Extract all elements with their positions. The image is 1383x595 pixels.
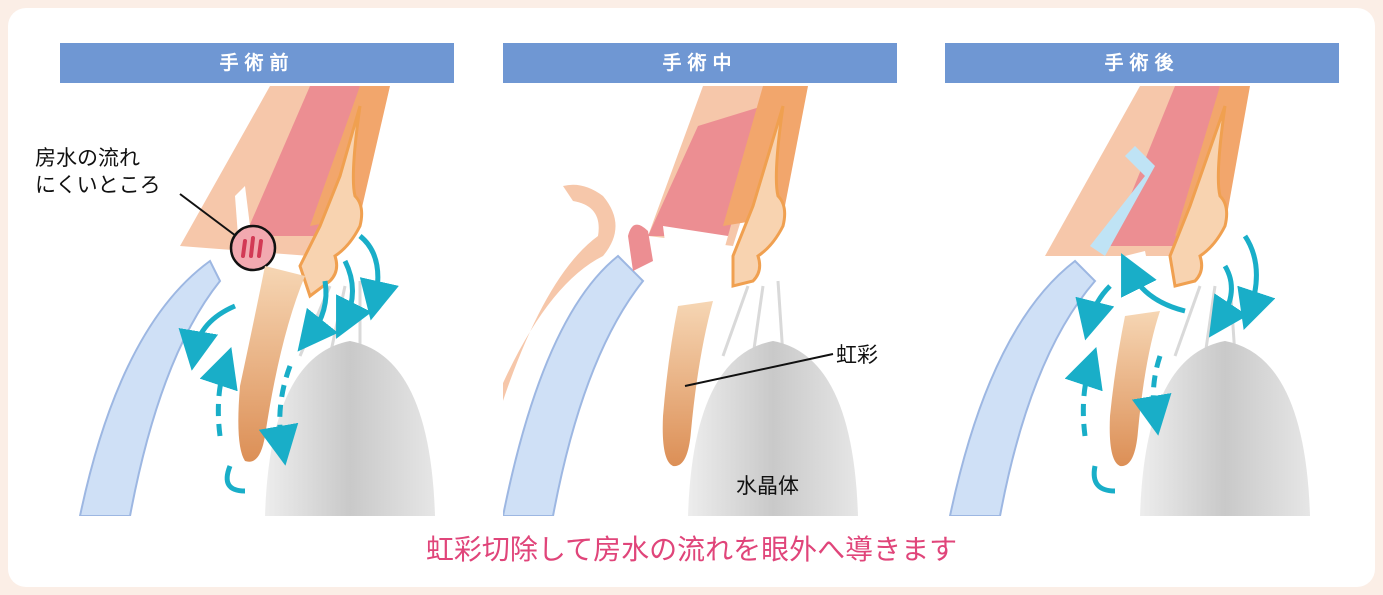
panel-title-after: 手術後 [945, 43, 1339, 83]
panel-title-before: 手術前 [60, 43, 454, 83]
cornea [503, 256, 643, 516]
eye-diagram-during [503, 86, 903, 516]
eye-diagram-after [945, 86, 1345, 516]
panel-during: 手術中 虹彩 水晶体 [503, 0, 903, 515]
flow-arrow [345, 261, 353, 321]
label-lens: 水晶体 [736, 473, 799, 500]
flow-arrow [1094, 466, 1115, 491]
cornea [950, 261, 1095, 516]
flow-arrow [360, 236, 378, 301]
iridectomy-opening [1105, 251, 1150, 286]
flow-arrow [1090, 286, 1110, 321]
caption: 虹彩切除して房水の流れを眼外へ導きます [0, 528, 1383, 568]
panel-after: 手術後 [945, 0, 1345, 515]
flow-arrow [1245, 236, 1256, 311]
label-blocked-area: 房水の流れ にくいところ [35, 145, 161, 199]
flow-arrow [1083, 366, 1090, 436]
flow-arrow [218, 366, 225, 436]
label-blocked-line1: 房水の流れ [35, 145, 161, 172]
flow-arrow [1220, 266, 1231, 321]
flow-arrow [195, 306, 235, 351]
label-iris: 虹彩 [836, 342, 878, 369]
cornea [80, 261, 220, 516]
iridectomy-site [663, 226, 728, 291]
lens [1140, 341, 1310, 516]
label-blocked-line2: にくいところ [35, 172, 161, 199]
excised-edge [628, 225, 653, 271]
panel-title-during: 手術中 [503, 43, 897, 83]
flow-arrow [227, 466, 245, 491]
panel-before: 手術前 [60, 0, 460, 515]
